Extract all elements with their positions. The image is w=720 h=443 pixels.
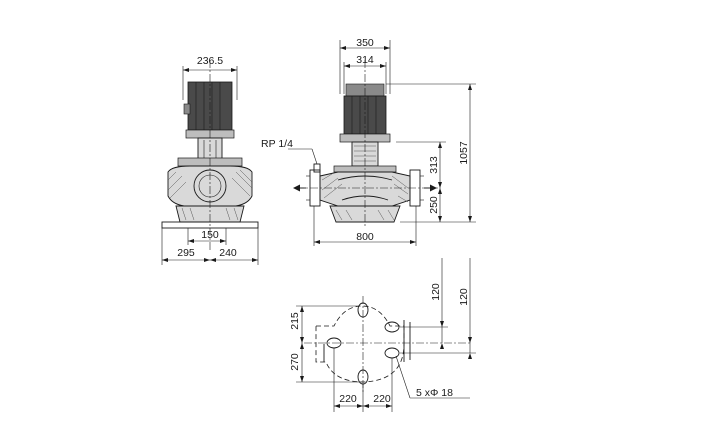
dim-base-270: 270 xyxy=(289,343,360,383)
dim-base-bottom-left-label: 220 xyxy=(339,393,357,405)
dim-base-120-inner: 120 xyxy=(400,258,448,349)
dim-base-bottom: 220 220 xyxy=(333,348,393,412)
dim-front-overall-height: 1057 xyxy=(386,83,476,223)
dim-base-215: 215 xyxy=(289,305,360,343)
dim-front-overall-height-label: 1057 xyxy=(458,141,470,165)
dim-base-120-outer: 120 xyxy=(400,258,476,359)
dim-side-flange-label: 150 xyxy=(201,229,219,241)
front-motor-body xyxy=(343,95,387,135)
dim-base-120-outer-label: 120 xyxy=(458,288,470,306)
base-hole xyxy=(384,321,400,333)
base-hole xyxy=(384,347,400,359)
dim-front-motor-width-label: 314 xyxy=(356,54,374,66)
dim-front-313-label: 313 xyxy=(428,156,440,174)
dim-front-313: 313 xyxy=(396,141,446,188)
dim-base-bottom-right-label: 220 xyxy=(373,393,391,405)
front-port-callout: RP 1/4 xyxy=(261,138,318,165)
side-view: 236.5 150 295 240 xyxy=(161,55,259,265)
dim-side-base-right-label: 240 xyxy=(219,247,237,259)
side-motor-terminal-box xyxy=(183,103,191,115)
dim-front-overall-width: 350 xyxy=(339,37,391,94)
arrow-right-icon xyxy=(424,184,437,192)
dim-side-base-left-label: 295 xyxy=(177,247,195,259)
dim-side-base: 295 240 xyxy=(161,228,259,265)
dim-side-motor-width-label: 236.5 xyxy=(197,55,223,67)
dim-front-motor-width: 314 xyxy=(343,54,387,94)
holes-callout-label: 5 xΦ 18 xyxy=(416,387,453,399)
dim-front-port-to-port-label: 800 xyxy=(356,231,374,243)
dim-front-overall-width-label: 350 xyxy=(356,37,374,49)
dim-base-270-label: 270 xyxy=(289,353,301,371)
holes-callout: 5 xΦ 18 xyxy=(395,355,470,399)
dim-front-250-label: 250 xyxy=(428,196,440,214)
front-view: RP 1/4 350 314 313 xyxy=(261,37,476,246)
dim-base-120-inner-label: 120 xyxy=(430,283,442,301)
base-plan-view: 215 270 120 120 22 xyxy=(289,258,476,412)
dim-front-250: 250 xyxy=(400,188,446,223)
dim-side-flange: 150 xyxy=(187,228,227,245)
front-port-label: RP 1/4 xyxy=(261,138,293,150)
dim-side-motor-width: 236.5 xyxy=(182,55,238,100)
dim-front-port-to-port: 800 xyxy=(313,206,417,246)
dim-base-215-label: 215 xyxy=(289,312,301,330)
base-outline xyxy=(315,305,405,383)
front-vent-port xyxy=(313,163,321,173)
arrow-left-icon xyxy=(293,184,306,192)
